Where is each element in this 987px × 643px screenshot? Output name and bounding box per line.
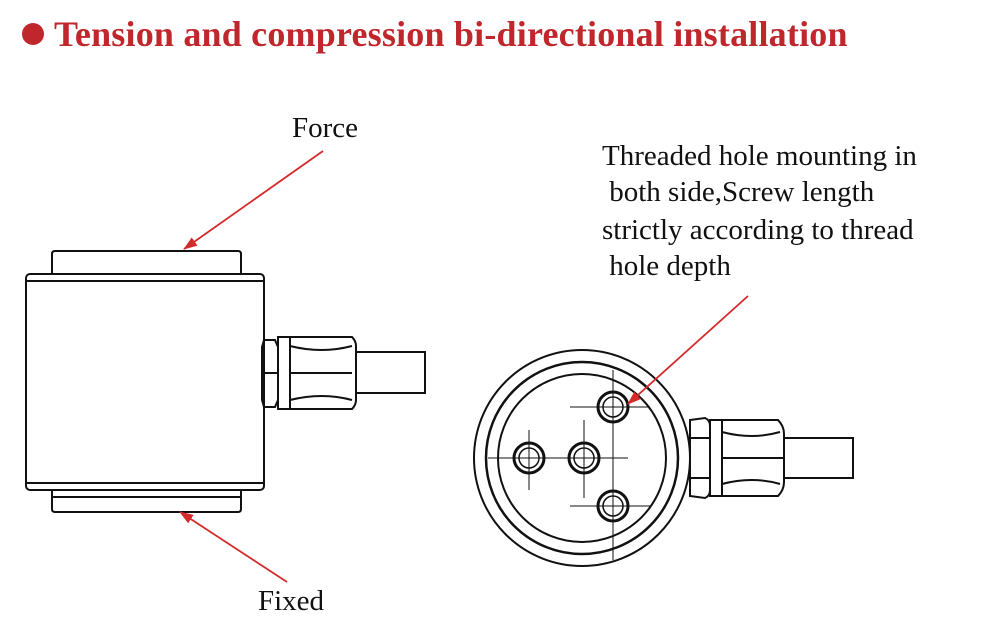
- note-line-2: both side,Screw length: [602, 176, 875, 208]
- note-line-1: Threaded hole mounting in: [602, 140, 917, 172]
- force-label: Force: [292, 112, 358, 144]
- hole-inner-rings: [518, 396, 624, 517]
- top-connector-hex-nut: [709, 419, 785, 497]
- note-arrow: [627, 295, 749, 405]
- top-view: [473, 349, 854, 567]
- center-lines: [488, 370, 650, 560]
- note-line-3: strictly according to thread: [602, 214, 914, 246]
- note-line-4: hole depth: [602, 250, 731, 282]
- side-cable: [355, 351, 426, 394]
- page-title: Tension and compression bi-directional i…: [54, 14, 848, 54]
- force-arrow: [183, 150, 324, 250]
- bottom-boss: [51, 490, 242, 513]
- top-connector-hex-small: [689, 416, 711, 500]
- top-cable: [783, 437, 854, 479]
- side-connector-hex-small: [261, 339, 279, 408]
- title-bullet-icon: [22, 23, 44, 45]
- arrows: [179, 150, 749, 583]
- top-boss: [51, 250, 242, 274]
- inner-ring: [484, 360, 680, 556]
- side-connector-hex-nut: [277, 336, 357, 410]
- fixed-arrow: [179, 511, 288, 583]
- title-row: Tension and compression bi-directional i…: [22, 10, 848, 58]
- note-label: Threaded hole mounting in both side,Scre…: [602, 140, 917, 282]
- threaded-holes: [512, 390, 630, 523]
- cylinder-body: [25, 273, 265, 491]
- side-view: [25, 250, 426, 513]
- fixed-label: Fixed: [258, 585, 325, 617]
